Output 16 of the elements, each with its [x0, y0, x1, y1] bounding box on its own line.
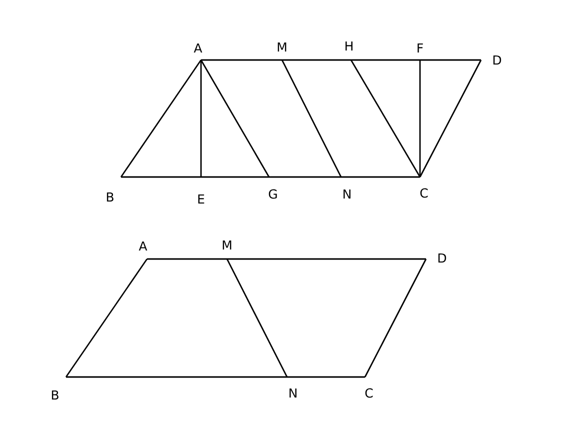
point-label: N [344, 189, 350, 199]
point-label: A [194, 43, 202, 53]
point-label: M [222, 240, 232, 250]
point-label: N [290, 388, 296, 398]
point-label: B [106, 192, 114, 202]
point-label: C [365, 388, 373, 398]
point-label: E [198, 194, 204, 204]
point-label: C [420, 188, 428, 198]
point-label: G [268, 189, 277, 199]
point-label: F [418, 43, 423, 53]
point-label: H [346, 41, 352, 51]
point-label: D [438, 253, 446, 263]
point-label: M [278, 42, 286, 52]
point-label: A [138, 241, 148, 251]
point-label: D [493, 55, 502, 65]
point-label: B [52, 390, 58, 400]
